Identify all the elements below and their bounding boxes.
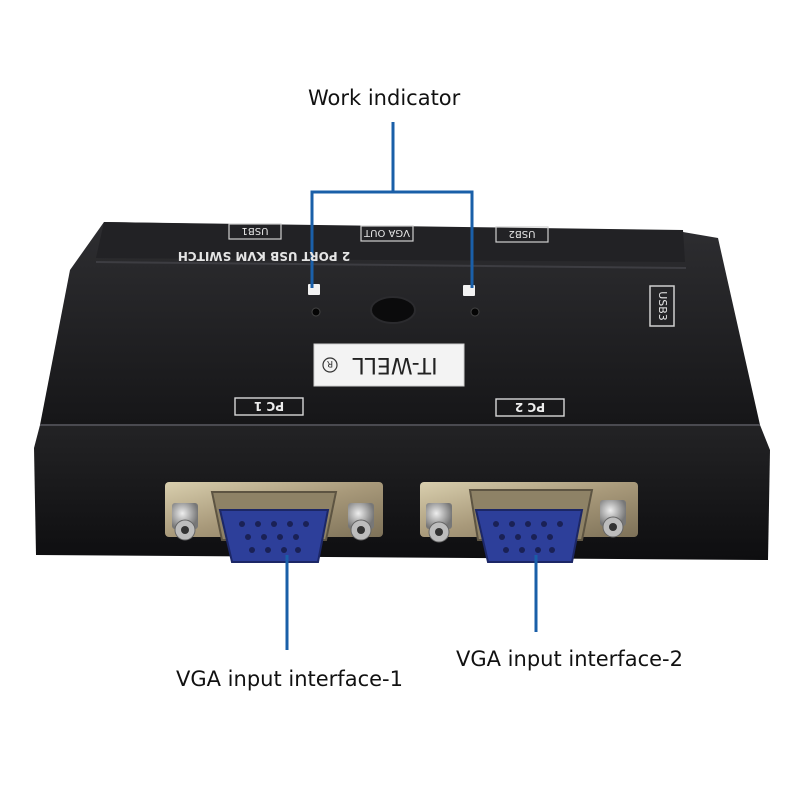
callout-lines	[285, 122, 538, 650]
front-port-label: PC 1	[234, 397, 304, 416]
model-text: 2 PORT USB KVM SWITCH	[178, 249, 350, 263]
registered-mark: R	[327, 358, 333, 368]
svg-text:USB2: USB2	[509, 228, 536, 239]
top-port-label: USB2	[495, 226, 549, 243]
device-top-surface	[40, 222, 760, 425]
side-label-usb3: USB3	[649, 285, 675, 327]
switch-button	[370, 296, 416, 324]
vga-input-2-label: VGA input interface-2	[456, 647, 683, 671]
vga-input-1-label: VGA input interface-1	[176, 667, 403, 691]
svg-text:PC 1: PC 1	[254, 399, 284, 413]
svg-text:PC 2: PC 2	[515, 400, 545, 414]
svg-text:USB1: USB1	[242, 225, 269, 236]
svg-text:USB3: USB3	[656, 291, 669, 321]
device-front-face	[34, 425, 770, 560]
brand-text: IT-WELL	[352, 352, 438, 377]
led-pc1	[308, 284, 320, 295]
front-port-label: PC 2	[495, 398, 565, 417]
back-rail	[96, 222, 685, 262]
top-port-label: VGA OUT	[360, 225, 414, 242]
vga-connector-2	[420, 482, 638, 563]
top-port-label: USB1	[228, 223, 282, 240]
brand-sticker	[313, 343, 465, 387]
work-indicator-label: Work indicator	[308, 86, 461, 110]
vga-connector-1	[165, 482, 383, 563]
svg-text:VGA OUT: VGA OUT	[363, 227, 410, 238]
